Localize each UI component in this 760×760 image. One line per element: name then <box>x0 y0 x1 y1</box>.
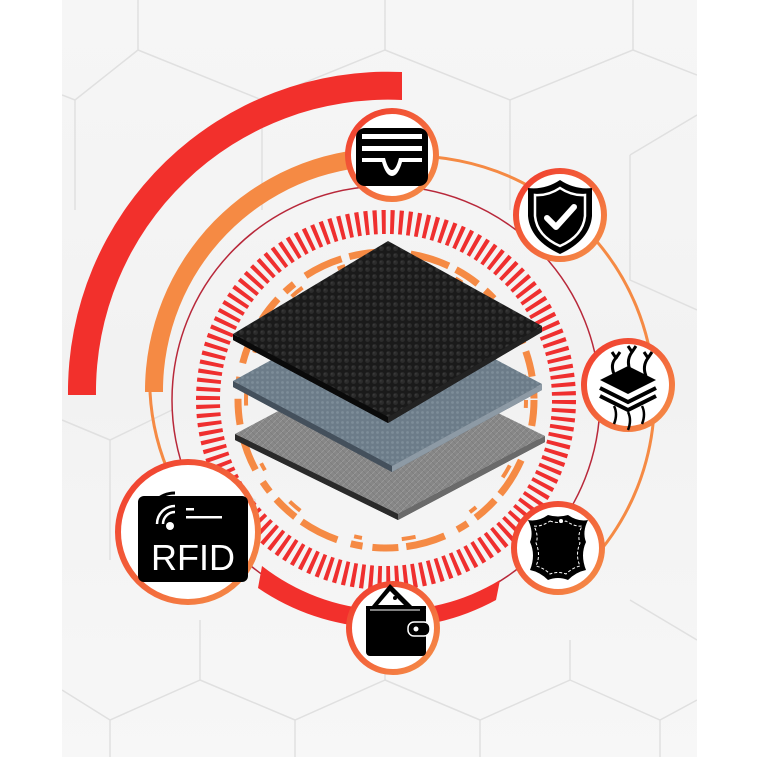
wallet-cash-icon <box>366 584 431 656</box>
card-slot-icon <box>356 128 428 186</box>
feature-breathable <box>581 338 675 432</box>
material-layers <box>233 241 545 520</box>
outer-red-arc <box>67 71 402 395</box>
orange-inner-dashes <box>244 258 528 542</box>
breathable-layers-icon <box>599 345 657 431</box>
feature-rfid-blocking: RFID <box>115 459 261 605</box>
feature-wallet <box>346 581 440 675</box>
shield-check-icon <box>528 180 592 254</box>
bottom-red-arc <box>258 566 500 628</box>
hexagon-grid <box>62 0 697 757</box>
feature-protection <box>513 168 607 262</box>
rfid-card-icon: RFID <box>138 491 248 582</box>
orange-arc <box>144 148 383 392</box>
leather-hide-icon <box>528 515 588 580</box>
top-leather-layer <box>233 241 542 423</box>
red-tick-ring <box>196 210 576 590</box>
feature-genuine-leather <box>511 501 605 595</box>
feature-card-holder <box>345 108 439 202</box>
thin-orange-ring <box>382 154 656 592</box>
rfid-label: RFID <box>151 537 235 578</box>
